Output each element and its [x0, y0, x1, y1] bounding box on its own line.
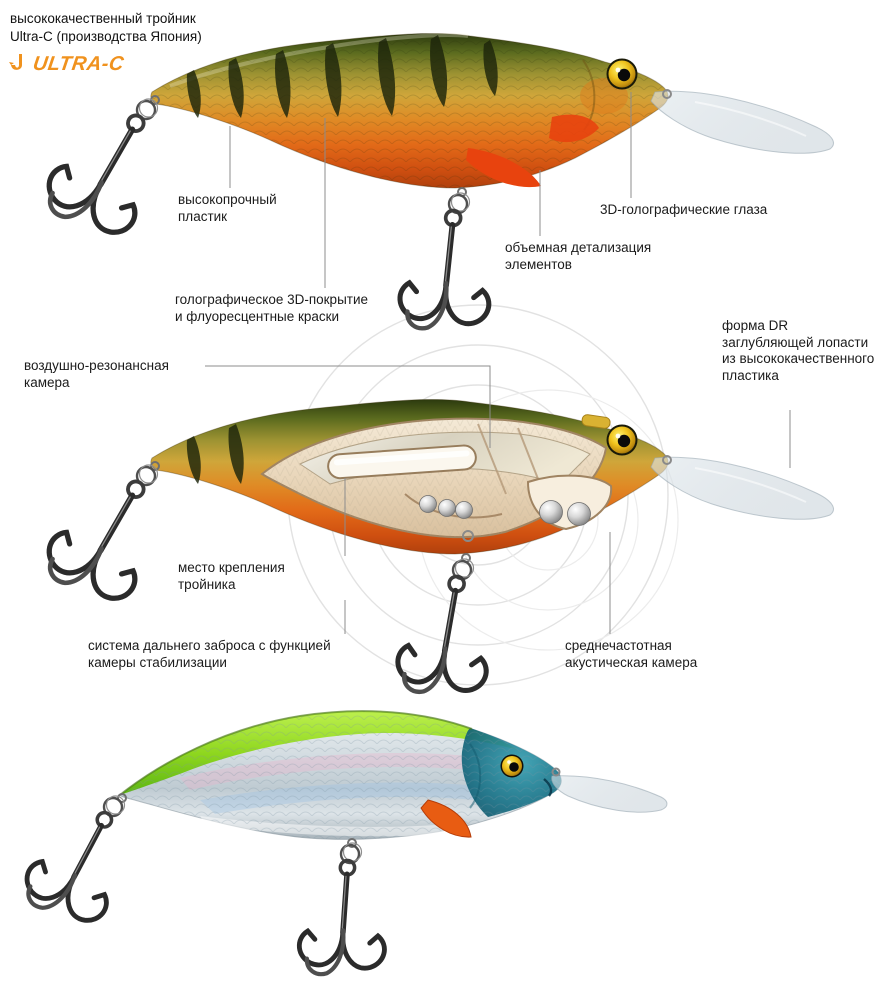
- brand-hook-icon: [9, 54, 22, 70]
- treble-hook: [297, 858, 390, 979]
- gill-fin: [549, 114, 599, 143]
- treble-hook: [37, 459, 180, 614]
- pectoral-fin: [420, 799, 472, 838]
- label-air-resonance-chamber: воздушно-резонансная камера: [24, 358, 169, 390]
- diving-lip: [650, 456, 834, 520]
- label-long-cast-system: система дальнего заброса с функцией каме…: [88, 638, 331, 670]
- lure-top-view: [37, 33, 834, 336]
- stabilizer-balls: [419, 495, 473, 519]
- acoustic-balls: [539, 500, 591, 526]
- treble-hook: [393, 569, 502, 703]
- label-holographic-eyes: 3D-голографические глаза: [600, 202, 768, 217]
- treble-hook: [397, 206, 498, 335]
- label-holographic-coating: голографическое 3D-покрытие и флуоресцен…: [175, 292, 369, 324]
- label-volumetric-detail: объемная детализация элементов: [505, 240, 652, 272]
- hook-note: высококачественный тройник Ultra-C (прои…: [10, 11, 202, 44]
- lure-bottom-color-view: [16, 710, 668, 979]
- label-hook-mount: место крепления тройника: [178, 560, 285, 592]
- brand-logo: ULTRA-C: [8, 52, 126, 76]
- label-high-strength-plastic: высокопрочный пластик: [178, 192, 277, 224]
- tow-eyelet: [551, 767, 561, 777]
- treble-hook: [37, 93, 180, 248]
- lure-cutaway-view: [37, 399, 834, 703]
- cutaway-interior: [260, 414, 613, 542]
- gill-line: [469, 743, 482, 809]
- diving-lip: [551, 775, 668, 813]
- annotation-lines: [205, 92, 791, 634]
- long-cast-chamber: [327, 444, 477, 480]
- hook-mount-lug: [462, 530, 474, 542]
- tow-eyelet: [662, 89, 672, 99]
- diving-lip: [650, 90, 834, 154]
- gold-clip: [581, 414, 611, 429]
- tow-eyelet: [662, 455, 672, 465]
- pectoral-fin: [466, 148, 541, 188]
- brand-text: ULTRA-C: [31, 52, 126, 75]
- label-dr-lip: форма DR заглубляющей лопасти из высокок…: [722, 318, 875, 384]
- label-acoustic-chamber: среднечастотная акустическая камера: [565, 638, 698, 670]
- pointer-line-air-chamber: [205, 365, 491, 448]
- rear-hook-hanger: [150, 95, 160, 105]
- 3d-holographic-eye: [606, 58, 638, 90]
- treble-hook: [16, 793, 145, 935]
- 3d-holographic-eye: [606, 424, 638, 456]
